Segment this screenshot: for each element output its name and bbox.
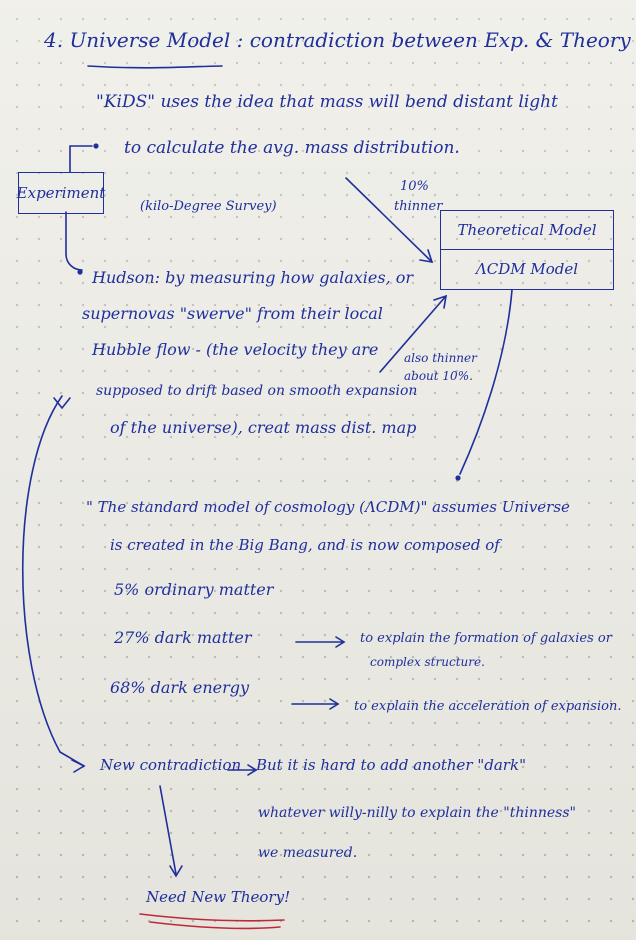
- theoretical-model-label: Theoretical Model: [457, 221, 597, 239]
- kids-line-2: to calculate the avg. mass distribution.: [124, 138, 460, 158]
- hudson-line-4: supposed to drift based on smooth expans…: [96, 383, 418, 399]
- hudson-line-1: Hudson: by measuring how galaxies, or: [92, 268, 414, 287]
- dark-energy-explanation: to explain the acceleration of expansion…: [354, 699, 622, 714]
- standard-model-line-1: " The standard model of cosmology (ΛCDM)…: [86, 498, 570, 516]
- kids-to-model-arrowhead: [419, 249, 434, 264]
- hudson-line-3: Hubble flow - (the velocity they are: [92, 340, 379, 359]
- hudson-line-5: of the universe), creat mass dist. map: [110, 418, 417, 437]
- dark-matter-explanation-2: complex structure.: [370, 655, 485, 669]
- thinner-top-percent: 10%: [400, 179, 429, 194]
- ordinary-matter: 5% ordinary matter: [114, 580, 274, 599]
- experiment-box: Experiment: [16, 172, 106, 214]
- dark-energy-arrowhead: [329, 698, 340, 710]
- standard-dot: [455, 475, 461, 481]
- theoretical-model-row: Theoretical Model: [441, 211, 613, 250]
- thinner-top-word: thinner: [394, 199, 443, 214]
- title-underline: [87, 65, 223, 69]
- but-line-2: whatever willy-nilly to explain the "thi…: [258, 805, 576, 821]
- dark-energy: 68% dark energy: [110, 678, 250, 697]
- lcdm-model-label: ΛCDM Model: [475, 260, 579, 278]
- but-line-3: we measured.: [258, 845, 358, 861]
- kids-expansion: (kilo-Degree Survey): [140, 199, 277, 214]
- need-new-theory: Need New Theory!: [146, 888, 291, 906]
- dark-matter: 27% dark matter: [114, 628, 252, 647]
- standard-model-line-2: is created in the Big Bang, and is now c…: [110, 536, 500, 554]
- theory-red-underline-1: [139, 913, 285, 922]
- contradiction-arrowhead: [247, 764, 258, 776]
- kids-experiment-connector: [69, 145, 93, 173]
- experiment-label: Experiment: [16, 184, 106, 202]
- left-curve-arrowhead: [71, 759, 86, 773]
- hudson-to-model-arrowhead: [433, 294, 448, 309]
- experiment-hudson-connector: [65, 211, 83, 271]
- new-contradiction: New contradiction: [100, 756, 242, 774]
- kids-line-1: "KiDS" uses the idea that mass will bend…: [96, 92, 558, 112]
- theory-red-underline-2: [149, 921, 281, 930]
- dark-matter-explanation-1: to explain the formation of galaxies or: [360, 631, 612, 646]
- down-to-theory-arrowhead: [169, 865, 183, 878]
- kids-dot: [93, 143, 99, 149]
- theoretical-model-box: Theoretical Model ΛCDM Model: [440, 210, 614, 290]
- left-curve-arrow: [21, 395, 85, 767]
- also-thinner-line-1: also thinner: [404, 351, 477, 365]
- left-curve-y: [53, 397, 71, 410]
- hudson-dot: [77, 269, 83, 275]
- down-to-theory-arrow: [159, 785, 177, 875]
- lcdm-model-row: ΛCDM Model: [441, 250, 613, 288]
- dark-matter-arrowhead: [335, 636, 346, 648]
- also-thinner-line-2: about 10%.: [404, 369, 473, 383]
- hudson-line-2: supernovas "swerve" from their local: [82, 304, 383, 323]
- but-line-1: But it is hard to add another "dark": [256, 756, 526, 774]
- note-title: 4. Universe Model : contradiction betwee…: [44, 28, 631, 52]
